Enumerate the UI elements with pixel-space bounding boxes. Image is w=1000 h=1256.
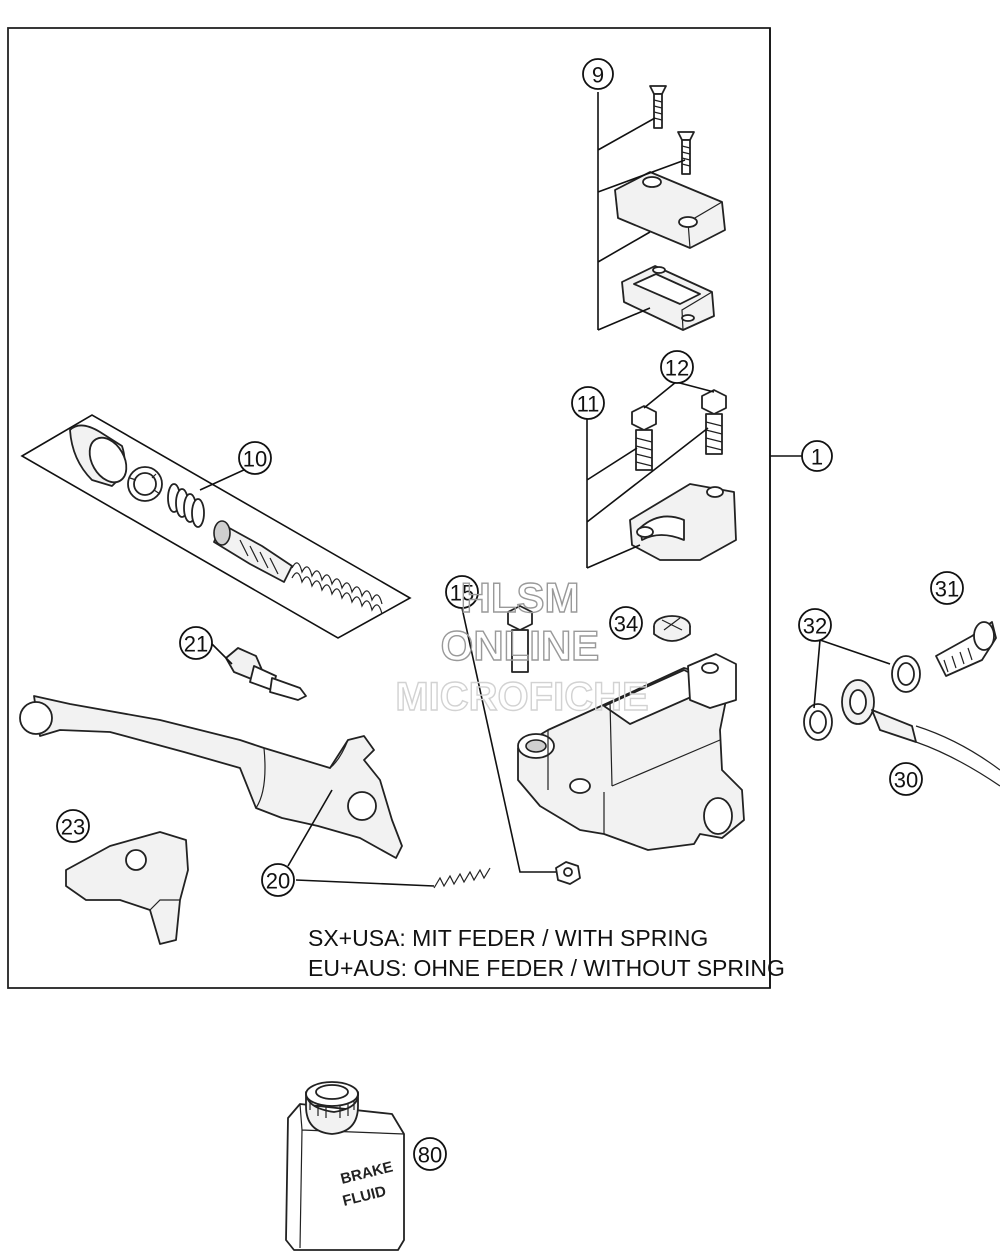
callout-15: 15 xyxy=(445,575,479,609)
callout-34: 34 xyxy=(609,606,643,640)
svg-text:31: 31 xyxy=(935,577,959,602)
reservoir-cover-group xyxy=(597,85,726,331)
callout-10: 10 xyxy=(238,441,272,475)
callout-12: 12 xyxy=(660,350,694,384)
svg-text:9: 9 xyxy=(592,63,604,88)
piston xyxy=(213,520,293,583)
sealing-washer xyxy=(803,703,833,741)
handlebar-clamp xyxy=(629,483,737,561)
cover-screw xyxy=(677,131,695,175)
brake-lever xyxy=(19,695,403,859)
clamp-bolt xyxy=(701,389,727,455)
sealing-washer xyxy=(891,655,921,693)
pivot-nut xyxy=(555,861,581,885)
banjo-bolt xyxy=(935,621,997,677)
pivot-bolt xyxy=(507,605,533,673)
lever-guard xyxy=(65,831,189,945)
svg-text:23: 23 xyxy=(61,815,85,840)
svg-text:10: 10 xyxy=(243,447,267,472)
adjuster-screw xyxy=(225,647,307,701)
master-cylinder-body xyxy=(517,653,745,851)
dust-boot xyxy=(69,424,128,487)
banjo-group xyxy=(803,621,1000,787)
reservoir-cover xyxy=(614,171,726,249)
note-with-spring: SX+USA: MIT FEDER / WITH SPRING xyxy=(308,925,708,951)
watermark-line1: HLSM xyxy=(461,574,580,621)
callout-21: 21 xyxy=(179,626,213,660)
callout-11: 11 xyxy=(571,386,605,420)
lever-spring xyxy=(433,867,491,889)
watermark-line3: MICROFICHE xyxy=(395,675,648,719)
clamp-group xyxy=(586,381,737,569)
svg-text:80: 80 xyxy=(418,1143,442,1168)
callout-9: 9 xyxy=(582,58,614,90)
small-spring xyxy=(167,483,205,528)
callout-32: 32 xyxy=(798,608,832,642)
reservoir-diaphragm xyxy=(621,265,715,331)
clamp-bolt xyxy=(631,405,657,471)
cover-screw xyxy=(649,85,667,129)
svg-text:32: 32 xyxy=(803,614,827,639)
svg-text:30: 30 xyxy=(894,768,918,793)
piston-kit-group xyxy=(20,414,412,639)
svg-text:11: 11 xyxy=(577,392,600,417)
brake-fluid-bottle: BRAKE FLUID xyxy=(285,1081,405,1251)
note-without-spring: EU+AUS: OHNE FEDER / WITHOUT SPRING xyxy=(308,955,785,981)
callout-80: 80 xyxy=(413,1137,447,1171)
callout-23: 23 xyxy=(56,809,90,843)
brake-hose xyxy=(841,679,1000,787)
pivot-bolt-group xyxy=(461,605,581,885)
callout-31: 31 xyxy=(930,571,964,605)
circlip xyxy=(127,466,163,502)
svg-text:12: 12 xyxy=(665,356,689,381)
svg-text:21: 21 xyxy=(184,632,208,657)
svg-text:20: 20 xyxy=(266,869,290,894)
callout-20: 20 xyxy=(261,863,295,897)
callout-1: 1 xyxy=(801,440,833,472)
svg-text:1: 1 xyxy=(811,445,823,470)
callout-30: 30 xyxy=(889,762,923,796)
return-spring xyxy=(291,562,383,615)
svg-text:15: 15 xyxy=(450,581,474,606)
svg-text:34: 34 xyxy=(614,612,638,637)
vent-cap xyxy=(653,615,691,642)
watermark-line2: ONLINE xyxy=(441,622,600,669)
